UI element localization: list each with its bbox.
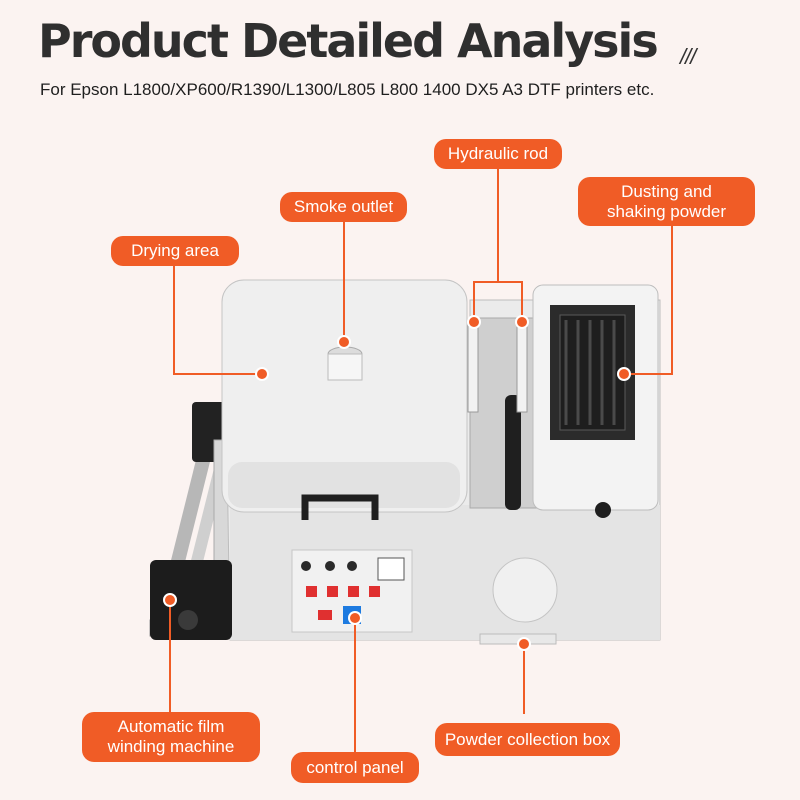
label-control-panel: control panel bbox=[291, 752, 419, 783]
shaker-knob bbox=[595, 502, 611, 518]
label-dusting-shaking-powder: Dusting and shaking powder bbox=[578, 177, 755, 226]
decorative-slashes: /// bbox=[680, 44, 696, 69]
label-hydraulic-rod: Hydraulic rod bbox=[434, 139, 562, 169]
callout-lines bbox=[169, 168, 673, 752]
callout-dots bbox=[163, 315, 631, 651]
label-drying-area: Drying area bbox=[111, 236, 239, 266]
page-subtitle: For Epson L1800/XP600/R1390/L1300/L805 L… bbox=[40, 80, 655, 99]
label-smoke-outlet: Smoke outlet bbox=[280, 192, 407, 222]
lid-handle bbox=[301, 494, 379, 520]
side-cover bbox=[492, 557, 558, 623]
label-powder-collection-box: Powder collection box bbox=[435, 723, 620, 756]
page-title: Product Detailed Analysis bbox=[38, 14, 659, 68]
label-film-winding-machine: Automatic film winding machine bbox=[82, 712, 260, 762]
